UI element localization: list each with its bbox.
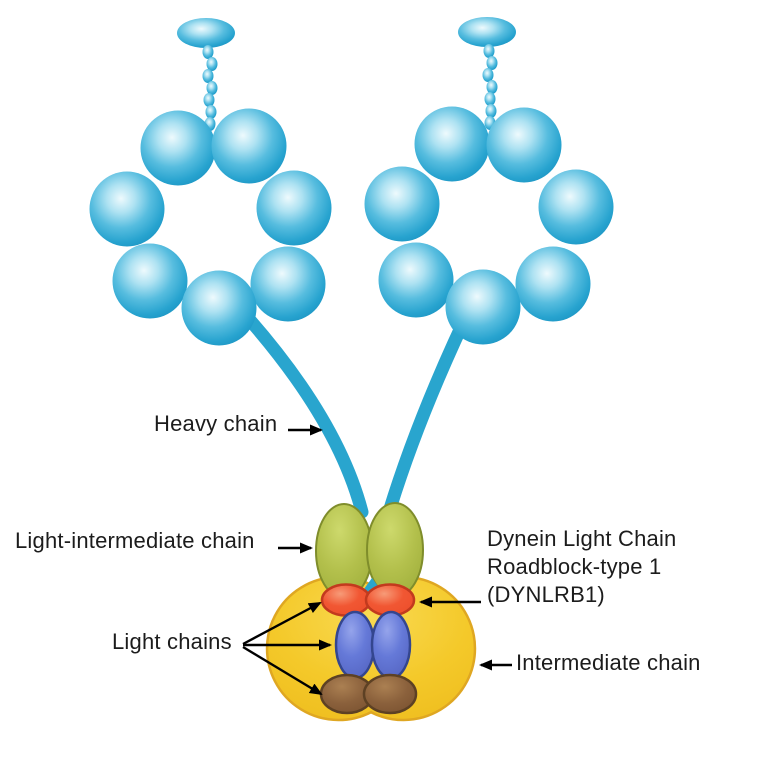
stalk-bead bbox=[486, 80, 498, 94]
cargo-binding-complex bbox=[265, 502, 477, 722]
dynein-motor-left bbox=[89, 18, 369, 519]
stalk-bead bbox=[484, 92, 496, 106]
stalk-bead bbox=[206, 81, 218, 95]
stalk-right bbox=[482, 44, 498, 130]
heavy-chain-tail-left bbox=[223, 291, 369, 519]
aaa-domain-sphere bbox=[112, 243, 188, 319]
aaa-domain-sphere bbox=[211, 108, 287, 184]
aaa-domain-sphere bbox=[378, 242, 454, 318]
dynein-motor-right bbox=[364, 17, 614, 519]
aaa-domain-sphere bbox=[486, 107, 562, 183]
stalk-bead bbox=[202, 45, 214, 59]
light-chain-blue-left bbox=[334, 610, 376, 680]
stalk-bead bbox=[486, 56, 498, 70]
aaa-domain-sphere bbox=[414, 106, 490, 182]
stalk-bead bbox=[206, 57, 218, 71]
light-chains-arrow-bottom bbox=[242, 645, 323, 696]
aaa-domain-sphere bbox=[515, 246, 591, 322]
stalk-bead bbox=[483, 44, 495, 58]
aaa-domain-sphere bbox=[364, 166, 440, 242]
aaa-domain-sphere bbox=[250, 246, 326, 322]
aaa-domain-sphere bbox=[181, 270, 257, 346]
aaa-domain-sphere bbox=[445, 269, 521, 345]
aaa-domain-sphere bbox=[140, 110, 216, 186]
light-intermediate-chain-label: Light-intermediate chain bbox=[15, 528, 255, 553]
microtubule-binding-domain-left bbox=[177, 18, 235, 48]
light-chain-blue-right bbox=[370, 610, 412, 680]
stalk-bead bbox=[482, 68, 494, 82]
light-chain-brown-right bbox=[362, 673, 418, 715]
stalk-left bbox=[202, 45, 218, 131]
light-chains-label: Light chains bbox=[112, 629, 232, 654]
light-chains-arrow-top bbox=[242, 601, 322, 646]
aaa-domain-sphere bbox=[538, 169, 614, 245]
stalk-bead bbox=[205, 105, 217, 119]
dynlrb1-label: Dynein Light Chain Roadblock-type 1 (DYN… bbox=[487, 526, 677, 607]
aaa-ring-left bbox=[89, 108, 332, 346]
stalk-bead bbox=[485, 104, 497, 118]
stalk-bead bbox=[203, 93, 215, 107]
microtubule-binding-domain-right bbox=[458, 17, 516, 47]
intermediate-chain-label: Intermediate chain bbox=[516, 650, 701, 675]
dynlrb1-left bbox=[320, 583, 372, 617]
aaa-ring-right bbox=[364, 106, 614, 345]
aaa-domain-sphere bbox=[256, 170, 332, 246]
heavy-chain-label: Heavy chain bbox=[154, 411, 278, 436]
stalk-bead bbox=[202, 69, 214, 83]
annotation-arrows bbox=[242, 424, 512, 696]
aaa-domain-sphere bbox=[89, 171, 165, 247]
